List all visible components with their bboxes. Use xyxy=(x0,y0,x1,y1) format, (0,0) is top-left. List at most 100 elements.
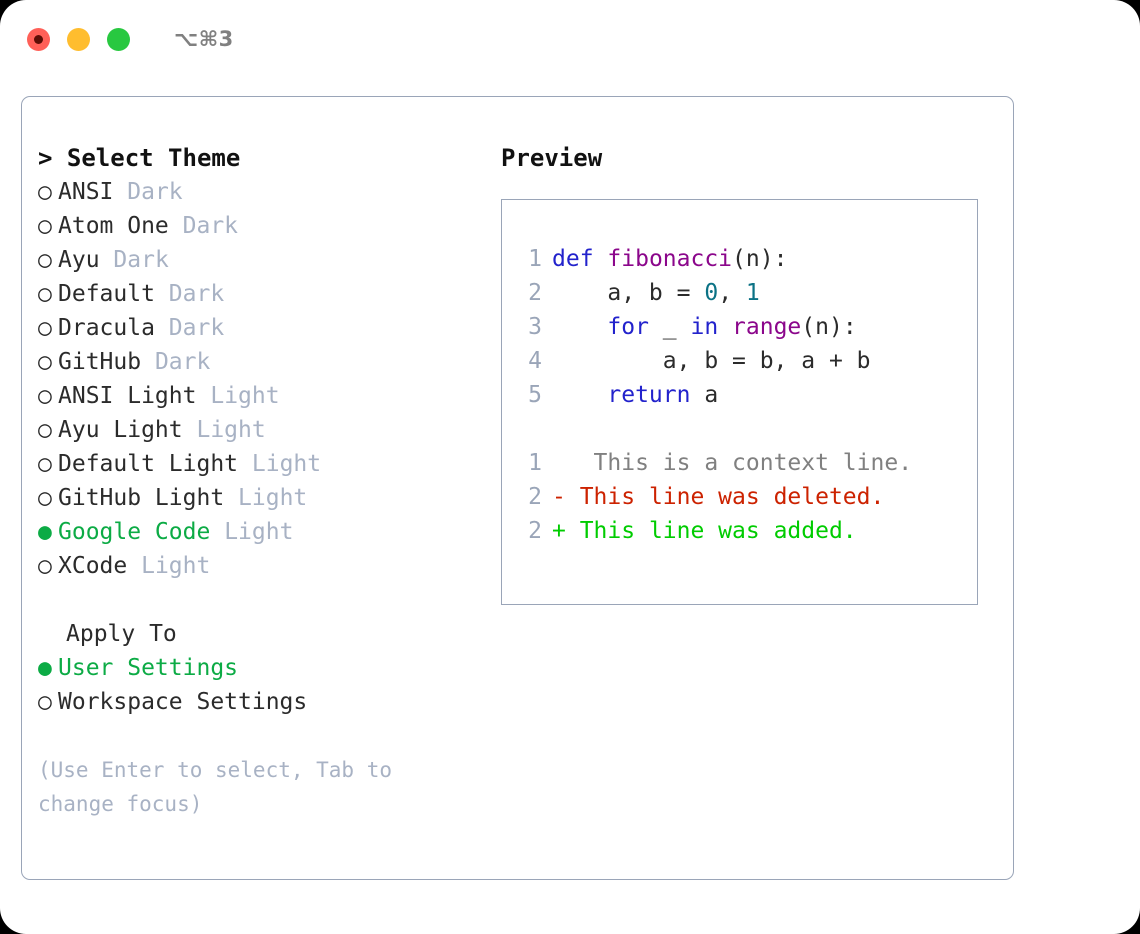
theme-list-item[interactable]: ○XCode Light xyxy=(38,549,478,583)
radio-unselected-icon: ○ xyxy=(38,689,52,715)
code-token: a, b = xyxy=(552,280,705,306)
theme-list-item[interactable]: ○ANSI Dark xyxy=(38,175,478,209)
theme-name: Google Code xyxy=(58,519,211,545)
theme-list-item[interactable]: ○Atom One Dark xyxy=(38,209,478,243)
code-token: , xyxy=(718,280,746,306)
theme-kind-badge: Light xyxy=(210,383,280,409)
code-token: range xyxy=(732,314,802,340)
code-token xyxy=(594,246,608,272)
theme-list-item[interactable]: ○GitHub Dark xyxy=(38,345,478,379)
theme-name: ANSI xyxy=(58,179,114,205)
theme-separator xyxy=(155,315,169,341)
theme-name: GitHub Light xyxy=(58,485,225,511)
code-token: (n): xyxy=(732,246,788,272)
theme-kind-badge: Light xyxy=(196,417,266,443)
theme-list-item[interactable]: ●Google Code Light xyxy=(38,515,478,549)
radio-unselected-icon: ○ xyxy=(38,247,52,273)
theme-separator xyxy=(127,553,141,579)
theme-separator xyxy=(169,213,183,239)
line-number: 2 xyxy=(528,484,542,510)
code-line: 4 a, b = b, a + b xyxy=(520,344,977,378)
diff-marker: - xyxy=(552,484,566,510)
radio-unselected-icon: ○ xyxy=(38,213,52,239)
theme-kind-badge: Light xyxy=(251,451,322,477)
code-token: fibonacci xyxy=(607,246,733,272)
theme-kind-badge: Dark xyxy=(113,247,169,273)
diff-sample: 1 This is a context line.2- This line wa… xyxy=(520,446,977,548)
apply-to-label: Workspace Settings xyxy=(58,689,308,715)
preview-heading: Preview xyxy=(501,144,603,172)
radio-unselected-icon: ○ xyxy=(38,179,52,205)
code-token: 0 xyxy=(704,280,719,306)
theme-name: Default xyxy=(58,281,155,307)
line-number: 4 xyxy=(528,348,542,374)
minimize-button[interactable] xyxy=(67,27,90,51)
theme-separator xyxy=(113,179,127,205)
apply-to-heading: Apply To xyxy=(66,621,177,647)
theme-kind-badge: Light xyxy=(141,553,211,579)
code-line: 5 return a xyxy=(520,378,977,412)
theme-separator xyxy=(155,281,169,307)
radio-unselected-icon: ○ xyxy=(38,417,52,443)
code-token: a, b = b, a + b xyxy=(552,348,871,374)
theme-list-item[interactable]: ○Default Light Light xyxy=(38,447,478,481)
radio-unselected-icon: ○ xyxy=(38,553,52,579)
theme-separator xyxy=(196,383,210,409)
recording-indicator-icon xyxy=(34,34,43,44)
theme-name: Default Light xyxy=(58,451,239,477)
diff-line: 1 This is a context line. xyxy=(520,446,977,480)
theme-name: ANSI Light xyxy=(58,383,197,409)
radio-unselected-icon: ○ xyxy=(38,349,52,375)
theme-list-item[interactable]: ○Ayu Dark xyxy=(38,243,478,277)
theme-list[interactable]: ○ANSI Dark○Atom One Dark○Ayu Dark○Defaul… xyxy=(38,175,478,583)
code-token: for xyxy=(607,314,649,340)
code-line: 3 for _ in range(n): xyxy=(520,310,977,344)
diff-marker xyxy=(552,450,566,476)
diff-line: 2- This line was deleted. xyxy=(520,480,977,514)
traffic-light-buttons xyxy=(27,27,130,51)
code-token: 1 xyxy=(745,280,760,306)
theme-name: Dracula xyxy=(58,315,155,341)
radio-unselected-icon: ○ xyxy=(38,315,52,341)
diff-text: This is a context line. xyxy=(565,450,913,476)
list-spacer xyxy=(38,583,478,617)
theme-kind-badge: Dark xyxy=(127,179,183,205)
screenshot-shortcut-label: ⌥⌘3 xyxy=(174,27,234,51)
theme-kind-badge: Light xyxy=(238,485,308,511)
line-number: 2 xyxy=(528,518,542,544)
theme-separator xyxy=(141,349,155,375)
theme-separator xyxy=(210,519,224,545)
theme-list-item[interactable]: ○GitHub Light Light xyxy=(38,481,478,515)
code-token xyxy=(552,382,607,408)
apply-to-list[interactable]: ●User Settings○Workspace Settings xyxy=(38,651,478,719)
title-bar: ⌥⌘3 xyxy=(0,0,1140,78)
theme-list-item[interactable]: ○Ayu Light Light xyxy=(38,413,478,447)
theme-kind-badge: Light xyxy=(224,519,294,545)
theme-list-item[interactable]: ○ANSI Light Light xyxy=(38,379,478,413)
theme-name: Atom One xyxy=(58,213,169,239)
theme-name: Ayu Light xyxy=(58,417,183,443)
radio-unselected-icon: ○ xyxy=(38,485,52,511)
theme-list-item[interactable]: ○Default Dark xyxy=(38,277,478,311)
apply-to-item[interactable]: ○Workspace Settings xyxy=(38,685,478,719)
keyboard-hint-text: (Use Enter to select, Tab to change focu… xyxy=(38,758,393,816)
theme-kind-badge: Dark xyxy=(168,315,225,341)
code-token: _ xyxy=(648,314,691,340)
code-token: in xyxy=(690,314,719,340)
zoom-button[interactable] xyxy=(107,27,130,51)
theme-list-item[interactable]: ○Dracula Dark xyxy=(38,311,478,345)
diff-gap xyxy=(520,412,977,446)
apply-to-label: User Settings xyxy=(58,655,239,681)
select-theme-heading: > Select Theme xyxy=(38,144,241,172)
apply-to-item[interactable]: ●User Settings xyxy=(38,651,478,685)
theme-picker-panel: > Select Theme ○ANSI Dark○Atom One Dark○… xyxy=(21,96,1014,880)
theme-name: XCode xyxy=(58,553,128,579)
radio-selected-icon: ● xyxy=(38,655,52,681)
close-button[interactable] xyxy=(27,27,50,51)
theme-kind-badge: Dark xyxy=(154,349,211,375)
theme-kind-badge: Dark xyxy=(168,281,225,307)
